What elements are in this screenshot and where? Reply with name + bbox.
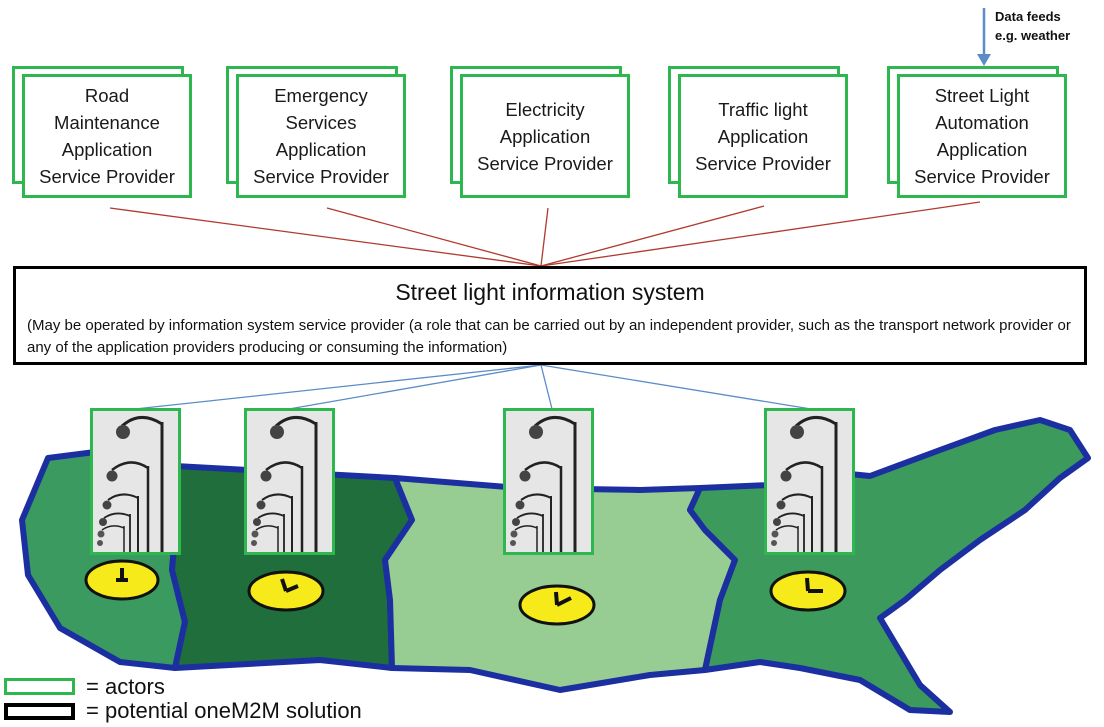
legend-actor-swatch: [4, 678, 75, 695]
system-note: (May be operated by information system s…: [27, 317, 1071, 356]
actor-label-line: Service Provider: [695, 152, 831, 174]
us-map: [19, 417, 1091, 715]
street-light-tile-3: [501, 406, 596, 557]
actor-label-line: Application: [936, 139, 1028, 160]
actor-label-line: Service Provider: [39, 166, 175, 187]
actor-label-line: Application: [499, 125, 591, 147]
actor-label-line: Street Light: [934, 85, 1030, 106]
light-links: [134, 364, 812, 410]
link-traffic-light: [540, 205, 765, 267]
clock-central: [518, 584, 596, 626]
link-road-maintenance: [109, 207, 542, 267]
street-light-tile-2: [242, 406, 337, 557]
link-light-1: [134, 364, 542, 410]
link-light-3: [540, 364, 553, 410]
actor-label-line: Services: [285, 112, 357, 133]
link-electricity: [540, 207, 549, 267]
clock-eastern: [769, 570, 847, 612]
actor-label-line: Application: [275, 139, 367, 160]
actor-label-line: Traffic light: [718, 98, 808, 120]
link-light-4: [540, 364, 812, 410]
link-light-2: [288, 364, 542, 410]
region-eastern: [687, 417, 1091, 715]
actor-label-line: Maintenance: [54, 112, 160, 133]
data-feeds-label: Data feeds e.g. weather: [995, 9, 1071, 43]
legend-solution-swatch: [4, 703, 75, 720]
actor-links: [109, 201, 981, 267]
actor-label-line: Application: [61, 139, 153, 160]
actor-label-line: Service Provider: [253, 166, 389, 187]
link-emergency: [326, 207, 542, 267]
actor-label-line: Automation: [935, 112, 1029, 133]
street-light-information-system: Street light information system (May be …: [13, 266, 1087, 365]
data-feed-arrow: [977, 8, 991, 66]
street-light-tile-4: [762, 406, 857, 557]
street-light-tile-1: [88, 406, 183, 557]
legend-actors-label: = actors: [86, 674, 165, 699]
actor-label-line: Application: [717, 125, 809, 147]
clock-pacific: [84, 559, 160, 601]
legend-solution-label: = potential oneM2M solution: [86, 698, 362, 723]
actor-label-line: Service Provider: [477, 152, 613, 174]
actor-label-line: Electricity: [505, 98, 585, 120]
link-street-light-automation: [540, 201, 981, 267]
actor-label-line: Emergency: [274, 85, 368, 106]
system-title: Street light information system: [395, 279, 705, 305]
actor-label-line: Road: [84, 85, 130, 106]
clock-mountain: [247, 570, 325, 612]
actor-label-line: Service Provider: [914, 166, 1050, 187]
